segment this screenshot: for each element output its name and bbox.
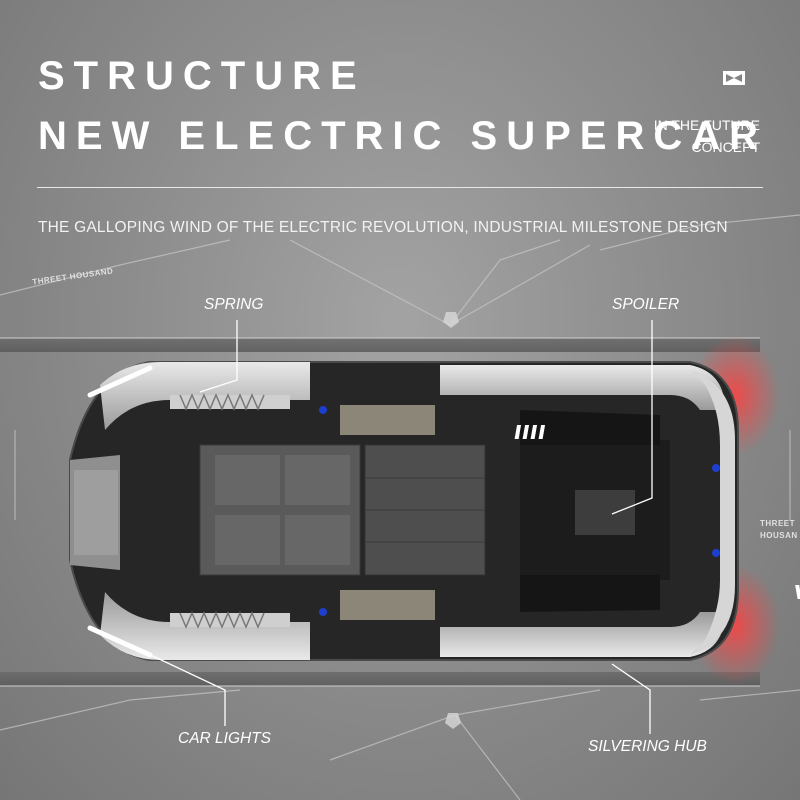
spoiler-mount xyxy=(575,490,635,535)
vent-stripes-bottom xyxy=(795,585,800,599)
bowtie-logo-icon xyxy=(723,71,745,85)
rear-bumper xyxy=(690,370,735,655)
rear-panel-top xyxy=(520,410,660,445)
subtitle: THE GALLOPING WIND OF THE ELECTRIC REVOL… xyxy=(38,219,728,236)
spring-top xyxy=(170,393,290,411)
callout-car-lights: CAR LIGHTS xyxy=(178,730,272,747)
title-line-2: NEW ELECTRIC SUPERCAR xyxy=(38,114,768,158)
rear-fender-top xyxy=(440,365,725,410)
battery-cell-3 xyxy=(215,515,280,565)
side-note: IN THE FUTURE CONCEPT xyxy=(654,114,760,158)
battery-cell-2 xyxy=(285,455,350,505)
side-note-line-1: IN THE FUTURE xyxy=(653,117,760,133)
leader-car-lights xyxy=(139,649,226,726)
leader-spring xyxy=(199,320,238,393)
blue-stud-4 xyxy=(712,549,720,557)
callout-spoiler: SPOILER xyxy=(612,296,680,313)
silvering-hub-bottom xyxy=(440,612,725,657)
title-line-1: STRUCTURE xyxy=(38,54,366,98)
callout-silvering-hub: SILVERING HUB xyxy=(588,738,707,755)
callout-spring: SPRING xyxy=(204,296,264,313)
blue-stud-3 xyxy=(712,464,720,472)
leader-spoiler xyxy=(611,320,653,515)
watermark-right: THREET HOUSAN xyxy=(760,518,798,542)
blue-stud-1 xyxy=(319,406,327,414)
rear-panel-bottom xyxy=(520,575,660,612)
blue-stud-2 xyxy=(319,608,327,616)
cabin-top xyxy=(340,405,435,435)
watermark-right-line-1: THREET xyxy=(760,519,795,528)
headlight-top xyxy=(87,365,153,398)
cabin-bottom xyxy=(340,590,435,620)
divider xyxy=(37,187,763,188)
spring-bottom xyxy=(170,611,290,629)
leader-silvering-hub xyxy=(611,663,651,734)
vent-stripes-top xyxy=(514,425,546,439)
battery-cell-4 xyxy=(285,515,350,565)
pentagon-marker-bottom xyxy=(445,713,461,729)
battery-cell-1 xyxy=(215,455,280,505)
pentagon-marker-top xyxy=(443,312,459,328)
watermark-right-line-2: HOUSAN xyxy=(760,531,798,540)
side-note-line-2: CONCEPT xyxy=(691,139,760,155)
nose-grid xyxy=(74,470,118,555)
